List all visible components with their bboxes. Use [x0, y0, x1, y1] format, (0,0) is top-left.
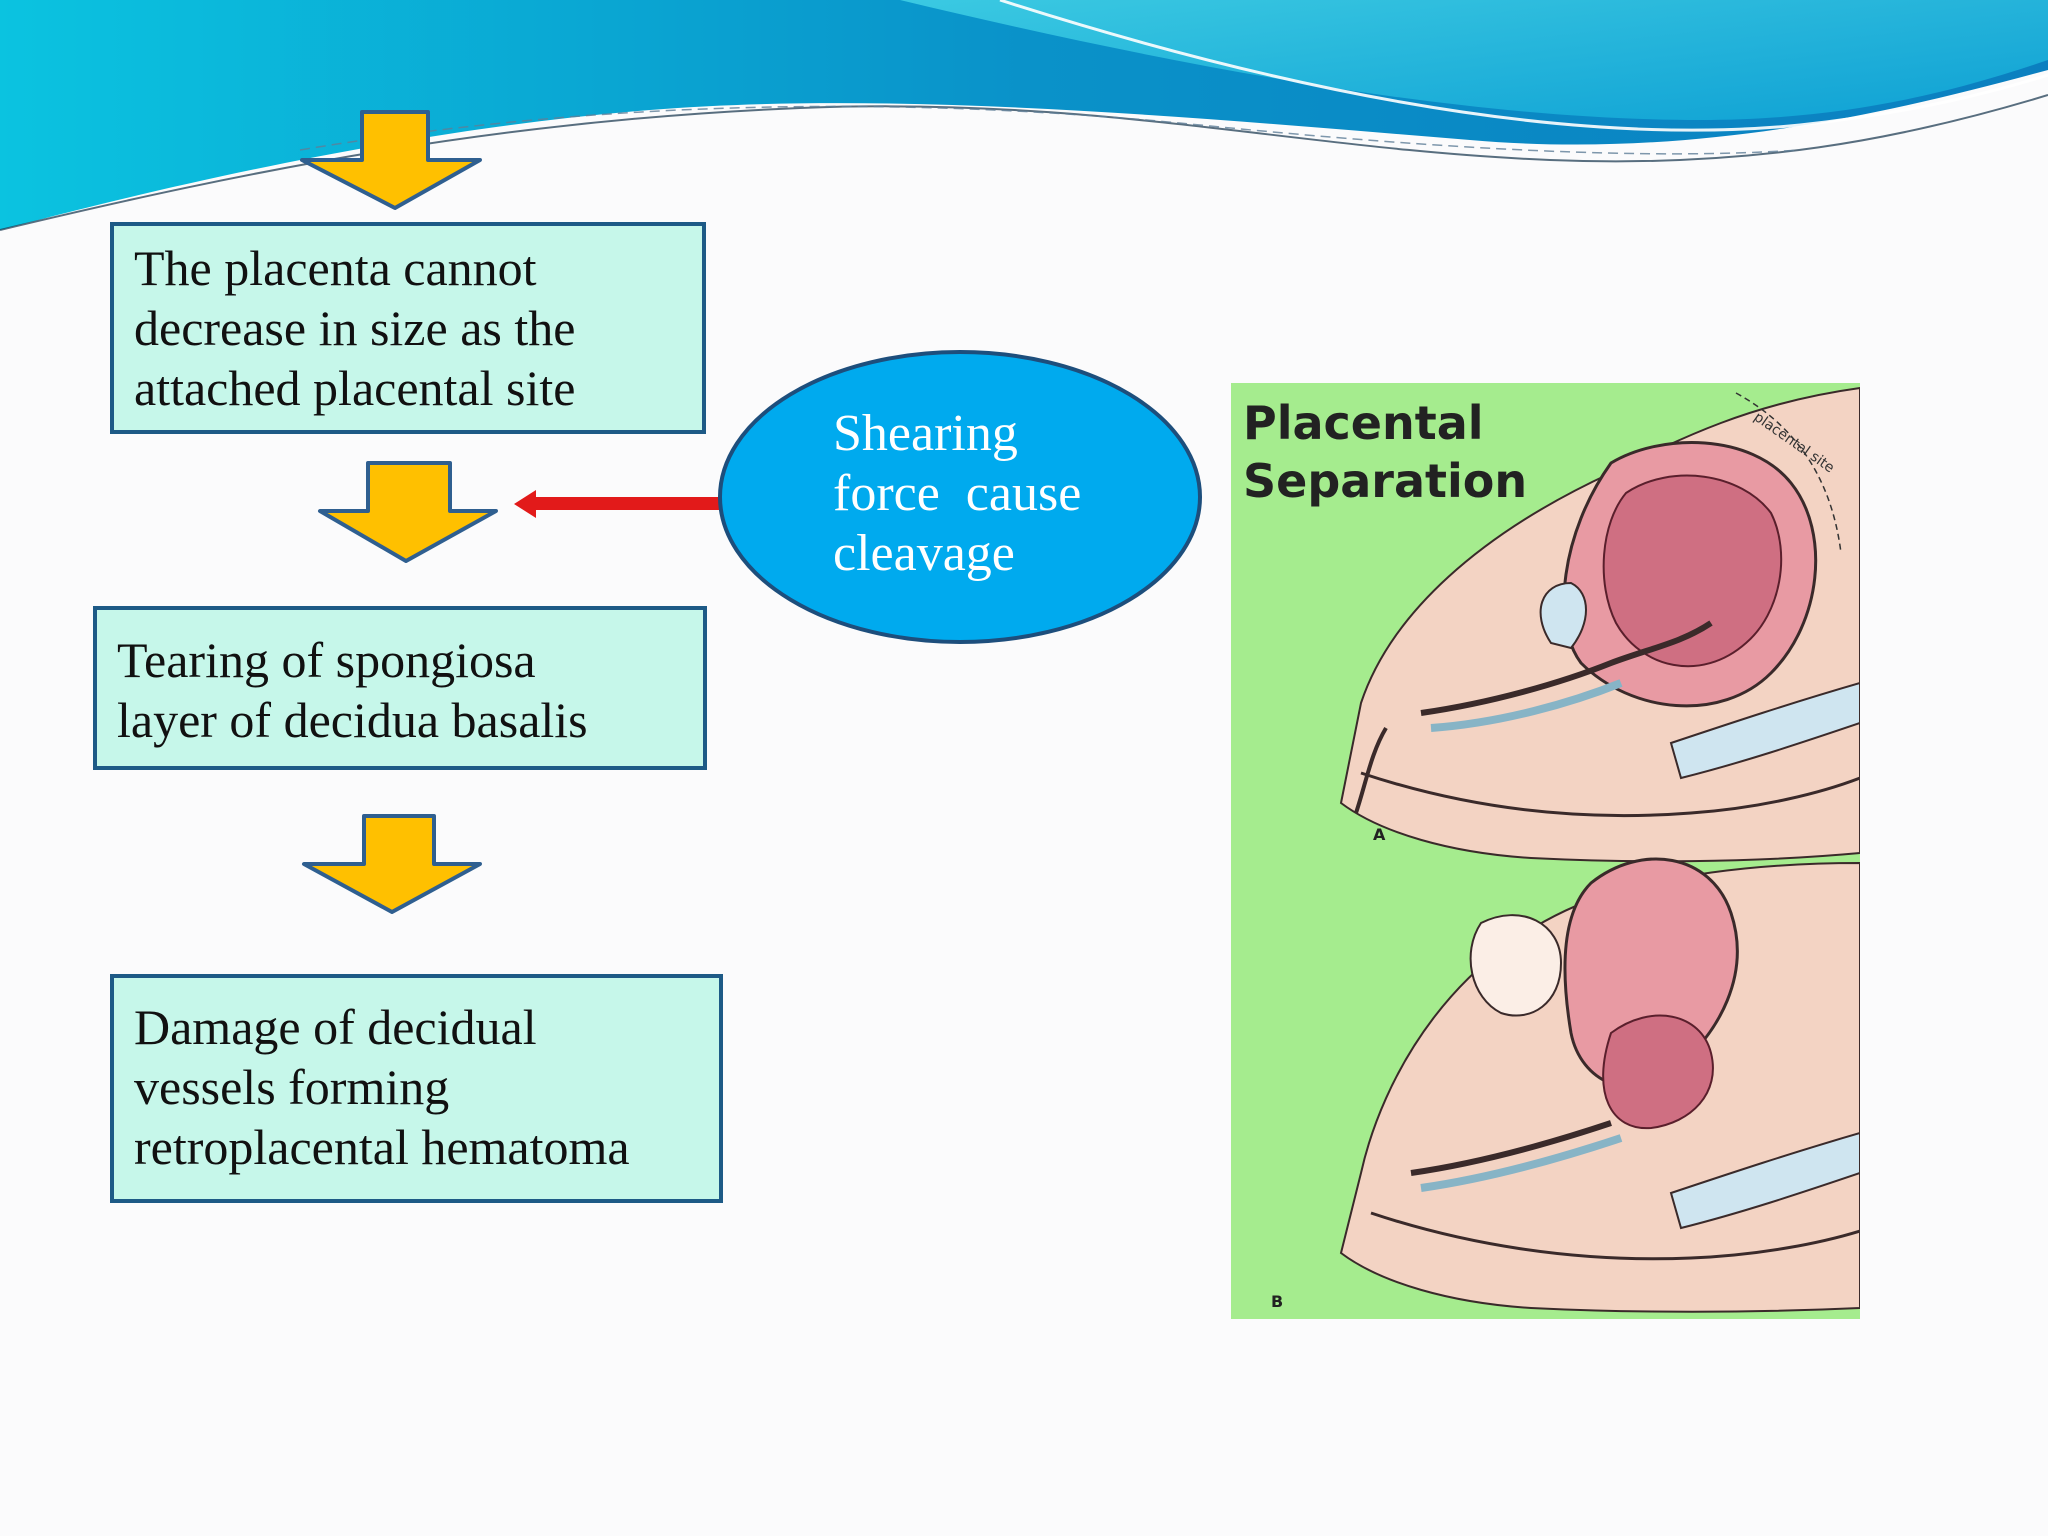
figure-title: Placental Separation	[1243, 394, 1527, 510]
flow-step-placenta-size: The placenta cannot decrease in size as …	[110, 222, 706, 434]
callout-line: Shearing	[833, 405, 1018, 462]
callout-text: Shearing force cause cleavage	[833, 404, 1081, 584]
flow-step-tearing-spongiosa: Tearing of spongiosa layer of decidua ba…	[93, 606, 707, 770]
flow-step-line: The placenta cannot	[134, 240, 537, 296]
flow-step-decidual-damage: Damage of decidual vessels forming retro…	[110, 974, 723, 1203]
callout-line: force cause	[833, 465, 1082, 522]
flow-step-line: Tearing of spongiosa	[117, 632, 536, 688]
callout-ellipse	[718, 350, 1202, 644]
pointer-arrow-icon	[514, 490, 728, 518]
panel-a-label: A	[1373, 825, 1386, 844]
flow-step-line: layer of decidua basalis	[117, 692, 588, 748]
figure-title-line: Separation	[1243, 454, 1528, 508]
down-arrow-icon	[302, 814, 482, 914]
panel-a-drawing: placental site	[1339, 386, 1860, 863]
down-arrow-icon	[318, 461, 498, 563]
flow-step-line: attached placental site	[134, 360, 576, 416]
header-wave	[0, 0, 2048, 231]
flow-step-line: vessels forming	[134, 1059, 450, 1115]
placental-separation-illustration: placental site	[1231, 383, 1860, 1319]
flow-step-line: decrease in size as the	[134, 300, 576, 356]
panel-b-drawing	[1339, 857, 1860, 1313]
down-arrow-icon	[300, 110, 482, 210]
flow-step-line: retroplacental hematoma	[134, 1119, 630, 1175]
flow-step-line: Damage of decidual	[134, 999, 537, 1055]
figure-title-line: Placental	[1243, 396, 1484, 450]
panel-b-label: B	[1271, 1292, 1284, 1311]
callout-line: cleavage	[833, 525, 1015, 582]
